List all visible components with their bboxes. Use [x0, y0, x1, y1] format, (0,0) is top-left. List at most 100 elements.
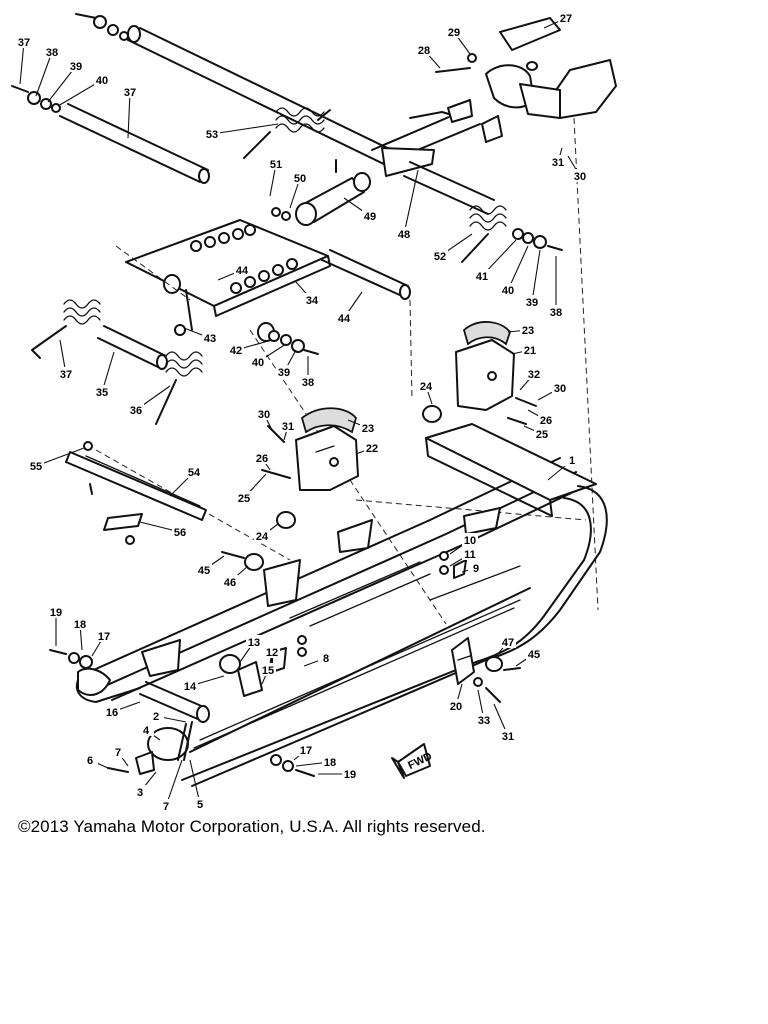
callout-number-17: 17 — [98, 631, 110, 643]
callout-number-3: 3 — [137, 787, 143, 799]
callout-number-13: 13 — [248, 637, 260, 649]
callout-bg — [476, 713, 492, 726]
callout-number-38: 38 — [550, 307, 562, 319]
callout-number-46: 46 — [224, 577, 236, 589]
callout-number-18: 18 — [74, 619, 86, 631]
callout-bg — [104, 705, 120, 718]
callout-bg — [360, 421, 376, 434]
callout-bg — [468, 561, 484, 574]
cross-shaft-16 — [139, 681, 210, 723]
callout-bg — [520, 323, 536, 336]
callout-bg — [192, 797, 208, 810]
callout-bg — [362, 209, 378, 222]
callout-leader — [211, 123, 279, 135]
callout-labels: 1234567789101112131415161717181819192021… — [16, 11, 588, 810]
callout-leader — [19, 41, 25, 85]
callout-bg — [96, 629, 112, 642]
callout-bg — [68, 59, 84, 72]
callout-number-2: 2 — [153, 711, 159, 723]
callout-bg — [28, 459, 44, 472]
callout-number-10: 10 — [464, 535, 476, 547]
pivot-shaft-46 — [371, 99, 503, 215]
callout-bg — [322, 755, 338, 768]
callout-leader — [165, 759, 183, 807]
callout-number-8: 8 — [323, 653, 329, 665]
callout-number-54: 54 — [188, 467, 201, 479]
callout-number-52: 52 — [434, 251, 446, 263]
spring-51 — [243, 107, 331, 159]
callout-bg — [526, 367, 542, 380]
callout-bg — [462, 547, 478, 560]
callout-bg — [524, 295, 540, 308]
callout-bg — [128, 403, 144, 416]
callout-number-12: 12 — [266, 647, 278, 659]
slide-runner-52 — [65, 441, 207, 545]
callout-bg — [550, 155, 566, 168]
callout-bg — [236, 491, 252, 504]
callout-leader — [189, 759, 201, 805]
callout-bg — [254, 451, 270, 464]
callout-number-37: 37 — [18, 37, 30, 49]
callout-bg — [416, 43, 432, 56]
callout-bg — [182, 679, 198, 692]
callout-number-37: 37 — [124, 87, 136, 99]
callout-number-50: 50 — [294, 173, 306, 185]
callout-number-22: 22 — [366, 443, 378, 455]
callout-bg — [204, 127, 220, 140]
callout-bg — [446, 25, 462, 38]
spring-50 — [461, 205, 563, 263]
callout-number-9: 9 — [473, 563, 479, 575]
bracket-20 — [451, 637, 521, 703]
fwd-arrow-icon: FWD — [391, 743, 434, 779]
bracket-21 — [422, 321, 537, 425]
callout-bg — [500, 283, 516, 296]
callout-bg — [336, 311, 352, 324]
shock-absorber-47 — [271, 159, 371, 226]
bracket-22 — [261, 407, 359, 529]
callout-bg — [82, 753, 98, 766]
callout-bg — [558, 11, 574, 24]
callout-leader — [403, 169, 419, 235]
callout-number-41: 41 — [476, 271, 488, 283]
callout-bg — [418, 379, 434, 392]
callout-bg — [132, 785, 148, 798]
callout-bg — [396, 227, 412, 240]
callout-number-6: 6 — [87, 755, 93, 767]
callout-number-24: 24 — [420, 381, 433, 393]
callout-number-44: 44 — [236, 265, 249, 277]
callout-bg — [250, 355, 266, 368]
callout-number-31: 31 — [552, 157, 564, 169]
callout-bg — [300, 375, 316, 388]
shaft-43 — [321, 249, 411, 300]
callout-bg — [500, 635, 516, 648]
callout-number-40: 40 — [96, 75, 108, 87]
callout-leader — [507, 245, 529, 291]
callout-number-35: 35 — [96, 387, 108, 399]
callout-leader — [531, 249, 541, 303]
callout-bg — [564, 453, 580, 466]
callout-number-39: 39 — [278, 367, 290, 379]
callout-number-11: 11 — [464, 549, 476, 561]
callout-bg — [526, 647, 542, 660]
callout-bg — [534, 427, 550, 440]
callout-bg — [172, 525, 188, 538]
callout-bg — [228, 343, 244, 356]
callout-bg — [276, 365, 292, 378]
callout-number-51: 51 — [270, 159, 282, 171]
callout-number-44: 44 — [338, 313, 351, 325]
callout-number-5: 5 — [197, 799, 203, 810]
callout-bg — [500, 729, 516, 742]
callout-bg — [318, 651, 334, 664]
callout-number-1: 1 — [569, 455, 575, 467]
callout-bg — [246, 635, 262, 648]
callout-bg — [298, 743, 314, 756]
callout-bg — [186, 465, 202, 478]
callout-number-19: 19 — [344, 769, 356, 781]
callout-number-43: 43 — [204, 333, 216, 345]
callout-number-30: 30 — [574, 171, 586, 183]
callout-number-7: 7 — [115, 747, 121, 759]
callout-number-49: 49 — [364, 211, 376, 223]
callout-bg — [122, 85, 138, 98]
callout-bg — [448, 699, 464, 712]
